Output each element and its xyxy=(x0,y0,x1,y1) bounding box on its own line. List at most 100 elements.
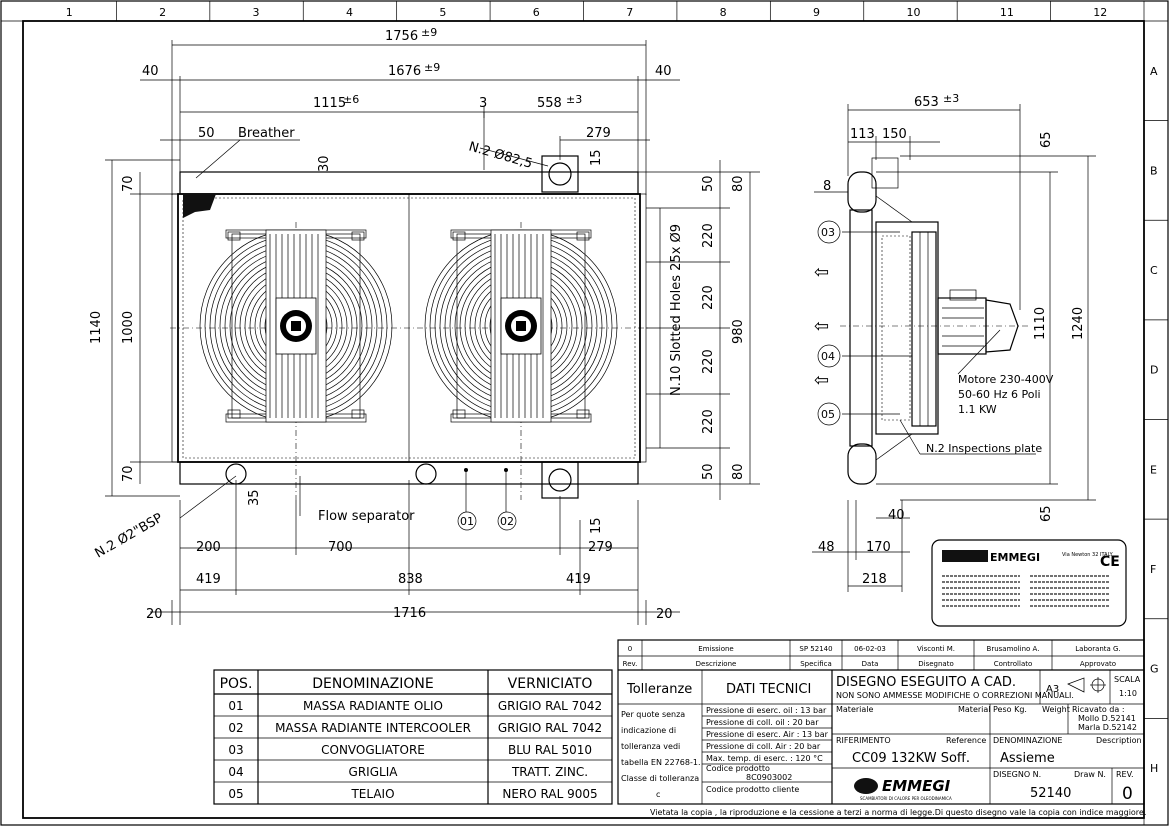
dim-20-left: 20 xyxy=(146,607,163,622)
front-view xyxy=(170,155,650,500)
dim-80-right-bottom: 80 xyxy=(731,463,746,480)
tolerance-note-line: tolleranza vedi xyxy=(621,742,680,751)
projection-symbol-icon xyxy=(1067,677,1085,693)
dim-48: 48 xyxy=(818,540,835,555)
parts-cell: 03 xyxy=(228,743,243,757)
ce-mark: CE xyxy=(1100,554,1120,570)
label-description: Description xyxy=(1096,736,1142,745)
grid-column-label: 5 xyxy=(439,6,446,19)
title-brand-subtitle: SCAMBIATORI DI CALORE PER OLEODINAMICA xyxy=(860,796,952,801)
dim-1240: 1240 xyxy=(1071,307,1086,340)
dim-right-40: 40 xyxy=(655,64,672,79)
codice-prodotto-value: 8C0903002 xyxy=(746,773,792,782)
dim-170: 170 xyxy=(866,540,891,555)
cad-title: DISEGNO ESEGUITO A CAD. xyxy=(836,675,1016,690)
motor-line-1: Motore 230-400V xyxy=(958,373,1054,386)
dim-50-right-bottom: 50 xyxy=(701,463,716,480)
grid-column-label: 8 xyxy=(720,6,727,19)
arrow-left-icon: ⇦ xyxy=(814,316,829,337)
motor-line-3: 1.1 KW xyxy=(958,403,997,416)
dim-80-right-top: 80 xyxy=(731,175,746,192)
dim-558-tol: ±3 xyxy=(566,93,582,106)
dim-inner: 1676 xyxy=(388,64,421,79)
revision-cell: 06-02-03 xyxy=(854,645,886,653)
balloon-04: 04 xyxy=(821,350,835,363)
tech-data-line: Pressione di eserc. oil : 13 bar xyxy=(706,706,827,715)
grid-column-label: 9 xyxy=(813,6,820,19)
label-codice-prodotto: Codice prodotto xyxy=(706,764,770,773)
ricavato-1: Mollo D.52141 xyxy=(1078,714,1136,723)
parts-cell: BLU RAL 5010 xyxy=(508,743,592,757)
revision-header: Specifica xyxy=(800,660,832,668)
airflow-arrows: ⇦ ⇦ ⇦ xyxy=(814,262,829,391)
revision-value: 0 xyxy=(1122,784,1133,804)
label-disegno-n: DISEGNO N. xyxy=(993,770,1041,779)
revision-cell: 0 xyxy=(628,645,632,653)
balloon-02: 02 xyxy=(500,515,514,528)
revision-header: Controllato xyxy=(994,660,1033,668)
dim-30: 30 xyxy=(317,155,332,172)
dim-700: 700 xyxy=(328,540,353,555)
ricavato-2: Marla D.52142 xyxy=(1078,723,1137,732)
label-pipe-n2: N.2 Ø82,5 xyxy=(467,139,534,171)
grid-row-label: B xyxy=(1150,164,1158,177)
parts-cell: GRIGIO RAL 7042 xyxy=(498,699,602,713)
label-weight: Weight xyxy=(1042,705,1070,714)
parts-cell: MASSA RADIANTE INTERCOOLER xyxy=(275,721,471,735)
parts-cell: 02 xyxy=(228,721,243,735)
revision-header: Approvato xyxy=(1080,660,1116,668)
dim-15-top: 15 xyxy=(589,149,604,166)
dim-558: 558 xyxy=(537,96,562,111)
dim-1716: 1716 xyxy=(393,606,426,621)
front-dimension-lines xyxy=(105,40,760,625)
label-material: Material xyxy=(958,705,991,714)
dim-218: 218 xyxy=(862,572,887,587)
dim-838: 838 xyxy=(398,572,423,587)
side-dimension-texts: 653 ±3 113 150 8 65 1110 1240 65 40 48 1… xyxy=(818,92,1086,587)
description-value: Assieme xyxy=(1000,751,1055,766)
tolerance-note-line: c xyxy=(656,790,660,799)
grid-column-label: 12 xyxy=(1093,6,1107,19)
nameplate-data-lines xyxy=(942,575,1110,607)
parts-cell: MASSA RADIANTE OLIO xyxy=(303,699,443,713)
revision-cell: SP 52140 xyxy=(799,645,832,653)
tolerance-note-line: indicazione di xyxy=(621,726,676,735)
parts-cell: TELAIO xyxy=(350,787,394,801)
parts-header: POS. xyxy=(220,676,253,692)
label-tolleranze: Tolleranze xyxy=(626,682,692,697)
emmegi-logo-icon xyxy=(854,778,878,794)
dim-220-1: 220 xyxy=(701,223,716,248)
dim-1115-tol: ±6 xyxy=(343,93,359,106)
grid-row-label: F xyxy=(1150,563,1156,576)
parts-cell: 04 xyxy=(228,765,243,779)
dim-35: 35 xyxy=(247,489,262,506)
cad-note: NON SONO AMMESSE MODIFICHE O CORREZIONI … xyxy=(836,691,1074,700)
front-dimension-texts: 1756 ±9 1676 ±9 40 40 1115 ±6 3 558 ±3 5… xyxy=(89,26,746,622)
grid-column-label: 6 xyxy=(533,6,540,19)
parts-cell: NERO RAL 9005 xyxy=(502,787,597,801)
dim-70-bottom: 70 xyxy=(121,465,136,482)
grid-row-label: C xyxy=(1150,264,1158,277)
dim-220-2: 220 xyxy=(701,285,716,310)
nameplate-address: Via Newton 32 ITALY xyxy=(1062,552,1114,558)
drawing-number: 52140 xyxy=(1030,786,1071,801)
dim-overall: 1756 xyxy=(385,29,418,44)
copyright-footer: Vietata la copia , la riproduzione e la … xyxy=(650,808,1146,817)
dim-279-top: 279 xyxy=(586,126,611,141)
parts-cell: GRIGLIA xyxy=(349,765,399,779)
nameplate-brand: EMMEGI xyxy=(990,551,1040,564)
tech-data-line: Pressione di coll. oil : 20 bar xyxy=(706,718,819,727)
parts-cell: CONVOGLIATORE xyxy=(321,743,425,757)
parts-cell: GRIGIO RAL 7042 xyxy=(498,721,602,735)
dim-15-bottom: 15 xyxy=(589,517,604,534)
grid-column-label: 1 xyxy=(66,6,73,19)
grid-row-label: E xyxy=(1150,463,1157,476)
revision-header: Disegnato xyxy=(918,660,954,668)
label-inspection-plate: N.2 Inspections plate xyxy=(926,442,1042,455)
revision-header: Descrizione xyxy=(696,660,737,668)
balloon-05: 05 xyxy=(821,408,835,421)
